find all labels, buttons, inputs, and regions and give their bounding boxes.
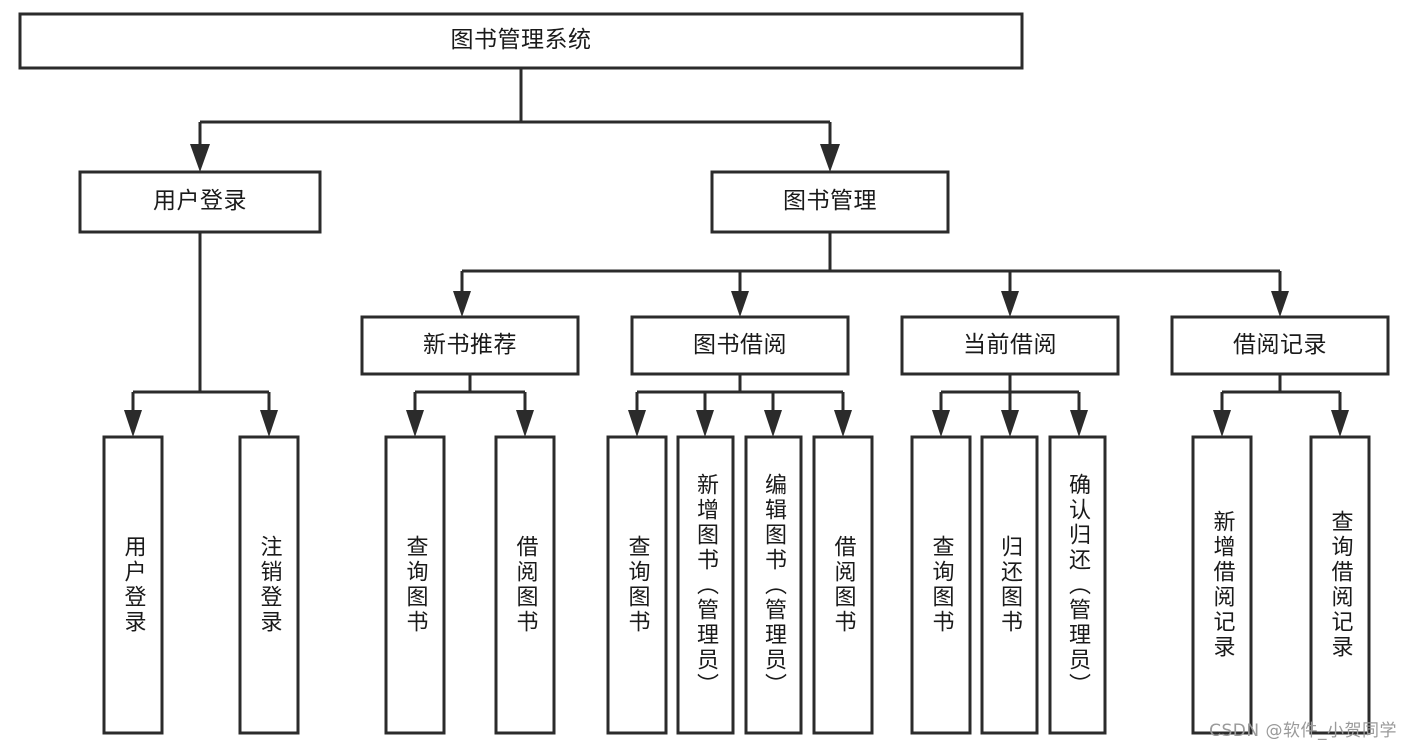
arrow-head-leaf-confirm-return [1070, 410, 1088, 437]
node-box-leaf-return-book[interactable] [980, 435, 1039, 735]
node-box-borrow-record[interactable] [1170, 315, 1390, 376]
edge-group-current-borrow [932, 374, 1088, 437]
arrow-head-leaf-query-record [1331, 410, 1349, 437]
node-box-user-login[interactable] [78, 170, 322, 234]
node-box-book-borrow[interactable] [630, 315, 850, 376]
arrow-head-leaf-logout [260, 410, 278, 437]
arrow-head-leaf-add-record [1213, 410, 1231, 437]
node-box-leaf-borrow-book-2[interactable] [812, 435, 874, 735]
node-box-leaf-add-record[interactable] [1191, 435, 1253, 735]
arrow-head-leaf-edit-book [764, 410, 782, 437]
node-box-current-borrow[interactable] [900, 315, 1120, 376]
arrow-head-leaf-user-login [124, 410, 142, 437]
node-box-leaf-query-book-2[interactable] [606, 435, 668, 735]
arrow-head-borrow-record [1271, 291, 1289, 317]
node-box-leaf-query-book-1[interactable] [384, 435, 446, 735]
node-box-new-book-rec[interactable] [360, 315, 580, 376]
node-box-leaf-query-book-3[interactable] [910, 435, 972, 735]
edge-group-root [190, 68, 840, 172]
node-box-leaf-confirm-return[interactable] [1048, 435, 1107, 735]
node-box-leaf-logout[interactable] [238, 435, 300, 735]
node-box-leaf-add-book[interactable] [676, 435, 735, 735]
arrow-head-leaf-return-book [1001, 410, 1019, 437]
node-box-book-manage[interactable] [710, 170, 950, 234]
node-box-leaf-user-login[interactable] [102, 435, 164, 735]
edge-group-book-borrow [628, 374, 852, 437]
arrow-head-leaf-borrow-book-1 [516, 410, 534, 437]
arrow-head-current-borrow [1001, 291, 1019, 317]
edge-group-book-manage [453, 232, 1289, 317]
arrow-head-leaf-query-book-3 [932, 410, 950, 437]
arrow-head-leaf-query-book-2 [628, 410, 646, 437]
arrow-head-leaf-borrow-book-2 [834, 410, 852, 437]
watermark-text: CSDN @软件_小贺同学 [1209, 721, 1397, 741]
node-box-leaf-edit-book[interactable] [744, 435, 803, 735]
arrow-head-book-manage [820, 144, 840, 172]
arrow-head-new-book-rec [453, 291, 471, 317]
node-box-root[interactable] [18, 12, 1024, 70]
edge-group-user-login [124, 232, 278, 437]
arrow-head-leaf-add-book [696, 410, 714, 437]
node-box-leaf-borrow-book-1[interactable] [494, 435, 556, 735]
edge-group-borrow-record [1213, 374, 1349, 437]
arrow-head-book-borrow [731, 291, 749, 317]
edge-group-new-book-rec [406, 374, 534, 437]
arrow-head-leaf-query-book-1 [406, 410, 424, 437]
arrow-head-user-login [190, 144, 210, 172]
node-box-leaf-query-record[interactable] [1309, 435, 1371, 735]
